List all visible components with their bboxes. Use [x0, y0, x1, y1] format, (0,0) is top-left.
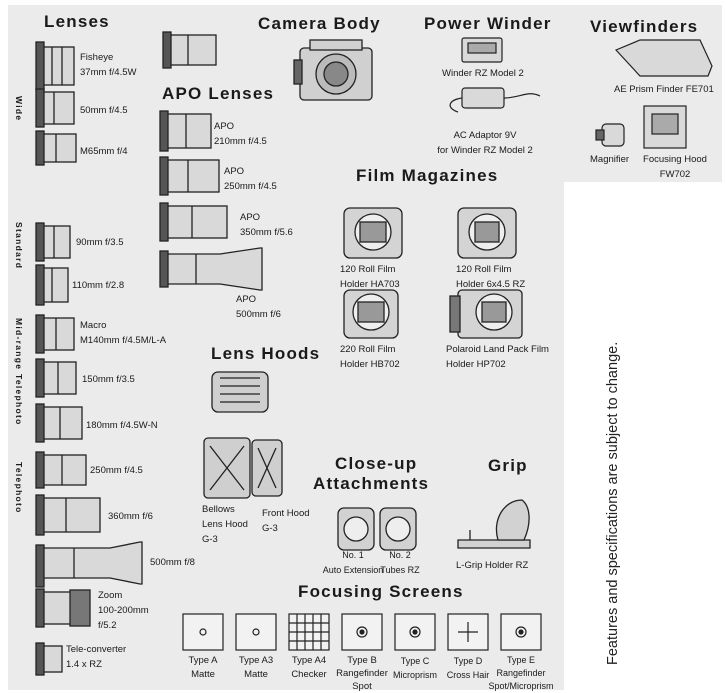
viewfinder-illustrations	[595, 39, 713, 149]
bellows-frames	[203, 437, 283, 499]
heading-closeup-2: Attachments	[313, 474, 430, 493]
lens-zoom	[35, 588, 91, 628]
screen-b	[341, 613, 383, 651]
heading-camera-body: Camera Body	[258, 14, 381, 33]
closeup-illustrations	[337, 507, 417, 551]
apo-350	[159, 202, 228, 242]
lens-label: M65mm f/4	[80, 146, 128, 157]
lens-label: 250mm f/4.5	[90, 465, 143, 476]
main-panel	[8, 5, 600, 690]
lens-label: 110mm f/2.8	[72, 280, 125, 291]
lens-500mm	[35, 541, 143, 588]
lens-250mm	[35, 451, 87, 489]
screen-a	[182, 613, 224, 651]
heading-focusing-screens: Focusing Screens	[298, 582, 464, 601]
magnifier-label: Magnifier	[590, 154, 630, 165]
apo-fisheye-body	[162, 31, 217, 69]
apo-250	[159, 156, 220, 196]
magazine-illustrations	[343, 207, 523, 339]
lens-360mm	[35, 494, 101, 536]
lens-label: 360mm f/6	[108, 511, 153, 522]
lens-140mm	[35, 314, 75, 354]
lens-hood-illustrations	[203, 371, 283, 499]
screen-e	[500, 613, 542, 651]
focusing-screen-illustrations	[182, 613, 542, 651]
category-telephoto: Telephoto	[14, 462, 24, 514]
heading-lens-hoods: Lens Hoods	[211, 344, 321, 363]
lens-label: 150mm f/3.5	[82, 374, 135, 385]
screen-a4	[288, 613, 330, 651]
disclaimer-note: Features and specifications are subject …	[605, 341, 621, 665]
grip-illustration	[457, 499, 531, 549]
heading-power-winder: Power Winder	[424, 14, 552, 33]
lens-150mm	[35, 358, 77, 398]
heading-closeup-1: Close-up	[335, 454, 418, 473]
apo-210	[159, 110, 212, 152]
lens-50mm	[35, 88, 75, 128]
lens-label: 500mm f/8	[150, 557, 195, 568]
mag-hb702	[343, 289, 399, 339]
heading-film-magazines: Film Magazines	[356, 166, 499, 185]
lens-110mm	[35, 264, 69, 306]
category-standard: Standard	[14, 222, 24, 270]
grip-label: L-Grip Holder RZ	[456, 560, 529, 571]
lens-fisheye	[35, 41, 75, 91]
camera-body-illustration	[293, 39, 373, 101]
tele-converter	[35, 642, 63, 676]
mag-hp702	[449, 289, 523, 339]
bellows-hood	[211, 371, 269, 413]
heading-grip: Grip	[488, 456, 528, 475]
apo-illustrations	[159, 31, 263, 291]
winder-illustrations	[449, 37, 541, 113]
screen-c	[394, 613, 436, 651]
lens-90mm	[35, 222, 71, 262]
lens-illustrations	[35, 41, 143, 676]
category-midrange: Mid-range Telephoto	[14, 318, 24, 426]
heading-lenses: Lenses	[44, 12, 110, 31]
viewfinder-panel	[564, 5, 722, 182]
lens-180mm	[35, 403, 83, 443]
mag-ha703	[343, 207, 403, 259]
apo-500	[159, 247, 263, 291]
category-wide: Wide	[14, 96, 24, 122]
lens-label: 90mm f/3.5	[76, 237, 124, 248]
mag-6x45	[457, 207, 517, 259]
heading-apo-lenses: APO Lenses	[162, 84, 275, 103]
screen-a3	[235, 613, 277, 651]
lens-65mm	[35, 130, 77, 166]
lens-label: 50mm f/4.5	[80, 105, 128, 116]
prism-label: AE Prism Finder FE701	[614, 84, 714, 95]
heading-viewfinders: Viewfinders	[590, 17, 699, 36]
winder-label: Winder RZ Model 2	[442, 68, 524, 79]
lens-label: 180mm f/4.5W-N	[86, 420, 158, 431]
screen-d	[447, 613, 489, 651]
